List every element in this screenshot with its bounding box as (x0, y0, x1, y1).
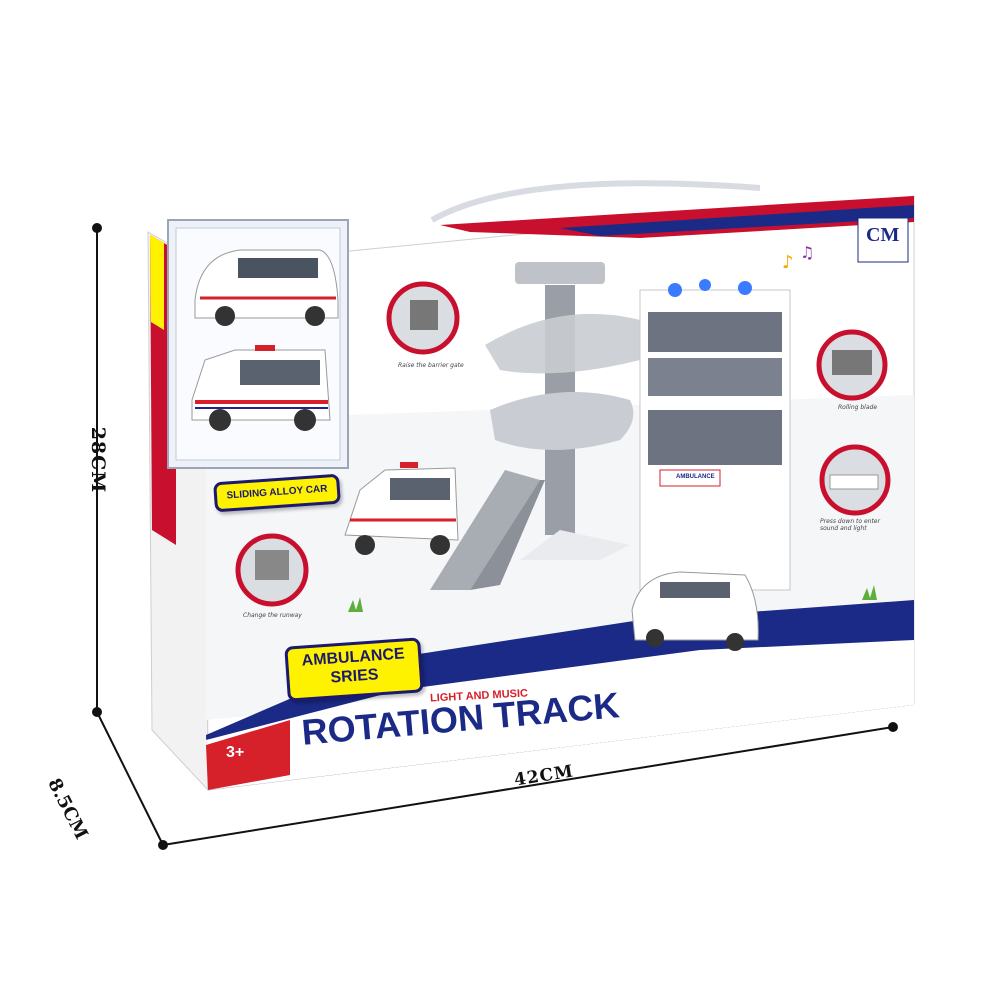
feature-circle-rolling (816, 329, 888, 401)
feature-caption-press: Press down to enter sound and light (820, 518, 880, 532)
van-toy-1 (194, 249, 339, 326)
feature-circle-press (819, 444, 891, 516)
feature-circle-barrier (386, 281, 460, 355)
van-toy-2 (631, 571, 759, 651)
ambulance-toy-1 (191, 345, 331, 431)
brand-logo: CM (866, 224, 900, 246)
svg-text:♪: ♪ (782, 252, 794, 273)
series-badge: AMBULANCE SRIES (284, 637, 424, 702)
feature-caption-barrier: Raise the barrier gate (398, 362, 464, 369)
building-sign: AMBULANCE (676, 474, 715, 480)
feature-circle-runway (235, 533, 309, 607)
feature-caption-runway: Change the runway (243, 612, 302, 619)
parking-tower (430, 262, 650, 590)
svg-text:♫: ♫ (800, 243, 814, 262)
ambulance-toy-2 (344, 462, 459, 555)
hospital-building (639, 279, 791, 591)
age-badge: 3+ (226, 744, 245, 761)
box-handle (430, 180, 761, 223)
feature-caption-rolling: Rolling blade (838, 404, 878, 411)
brand-logo-box (857, 217, 909, 263)
